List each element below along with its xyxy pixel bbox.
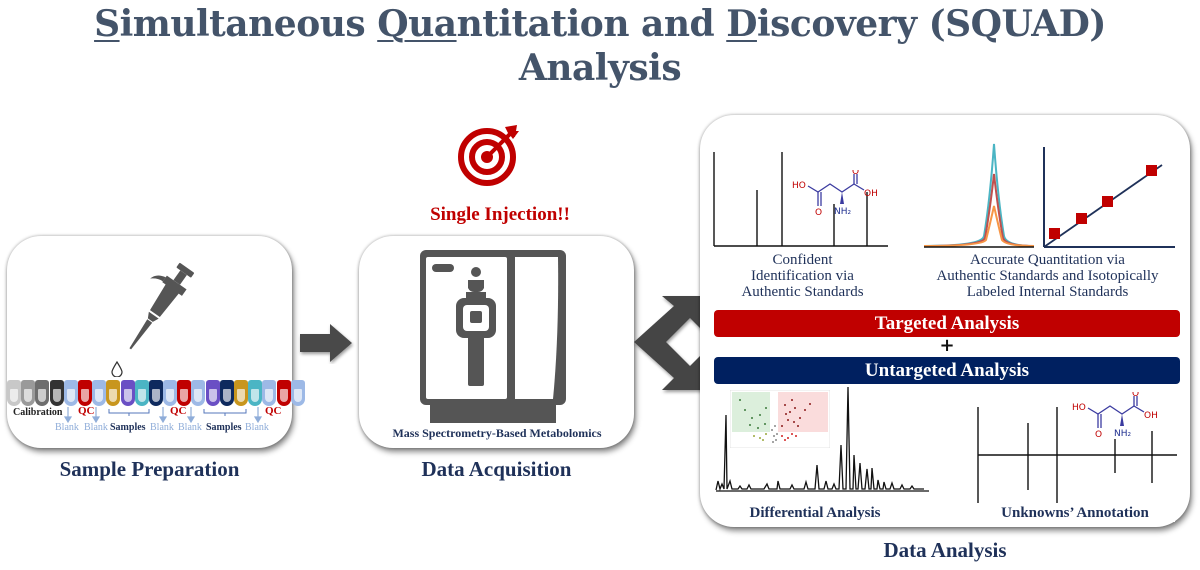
title-part: Qua [377,3,457,45]
title-line-1: Simultaneous Quantitation and Discovery … [0,2,1200,46]
label-qc-3: QC [265,405,282,417]
vial [177,380,192,406]
caption-sample-preparation: Sample Preparation [59,457,240,481]
label-blank-3: Blank [150,422,174,433]
unknowns-annotation-caption: Unknowns’ Annotation [975,505,1175,522]
chromatogram-peaks [923,143,1035,248]
caption-line: Identification via [751,268,854,284]
aspartic-acid-structure-1: HO O O OH NH₂ [792,170,878,218]
vial [276,380,291,406]
page-title: Simultaneous Quantitation and Discovery … [0,2,1200,90]
mass-spectrometer-icon [420,250,566,423]
svg-text:O: O [1132,392,1139,399]
instrument-label: Mass Spectrometry-Based Metabolomics [392,426,602,440]
target-icon [458,125,519,186]
caption-line: Labeled Internal Standards [966,284,1129,300]
title-part: D [726,3,757,45]
untargeted-analysis-banner: Untargeted Analysis [714,357,1180,384]
title-part: ntitation and [456,3,727,45]
vial [148,380,163,406]
svg-text:HO: HO [1072,403,1086,413]
label-blank-4: Blank [178,422,202,433]
caption-data-acquisition: Data Acquisition [421,457,572,481]
title-part: S [94,3,120,45]
vial [234,380,248,406]
volcano-plot [730,390,830,448]
caption-line: Authentic Standards [741,284,864,300]
caption-line: Authentic Standards and Isotopically [936,268,1159,284]
aspartic-acid-structure-2: HO O O OH NH₂ [1072,392,1158,440]
svg-text:NH₂: NH₂ [834,207,852,217]
vial [163,380,178,406]
ms-spectrum-differential [715,386,929,492]
title-line-2: Analysis [518,47,682,89]
identification-caption: Confident Identification via Authentic S… [715,252,890,300]
vial [120,380,135,406]
calibration-curve [1043,147,1175,248]
vial [262,380,277,406]
vial [134,380,149,406]
svg-text:O: O [852,170,859,177]
label-calibration: Calibration [13,407,63,418]
vial-annotation-arrows [63,407,263,424]
title-part: imultaneous [119,3,378,45]
droplet-icon [111,361,123,377]
label-qc-1: QC [78,405,95,417]
vial [77,380,92,406]
bidirectional-chevron-icon [634,296,702,390]
differential-analysis-caption: Differential Analysis [749,505,881,521]
vial [21,380,36,406]
quantitation-caption: Accurate Quantitation via Authentic Stan… [905,252,1190,300]
svg-text:HO: HO [792,181,806,191]
label-qc-2: QC [170,405,187,417]
vial [290,380,305,406]
label-blank-5: Blank [245,422,269,433]
plus-sign: + [939,335,955,356]
vial [63,380,78,406]
svg-text:O: O [1095,430,1102,440]
title-part: iscovery (SQUAD) [756,3,1106,45]
svg-text:OH: OH [1144,411,1158,421]
caption-data-analysis: Data Analysis [883,538,1007,562]
label-samples-2: Samples [206,422,242,433]
caption-line: Accurate Quantitation via [970,252,1125,268]
caption-line: Confident [772,252,833,268]
arrow-right-icon [300,324,352,362]
vial [92,380,107,406]
svg-text:OH: OH [864,189,878,199]
vial [205,380,220,406]
ms-spectrum-identification [713,152,888,247]
vial [35,380,50,406]
vial [191,380,206,406]
label-blank-1: Blank [55,422,79,433]
label-blank-2: Blank [84,422,108,433]
vial [7,380,21,406]
label-samples-1: Samples [110,422,146,433]
vial-sequence [7,380,305,406]
vial [219,380,234,406]
targeted-analysis-banner: Targeted Analysis [714,310,1180,337]
unknowns-spectrum [977,407,1177,503]
single-injection-label: Single Injection!! [430,204,570,225]
vial [49,380,64,406]
vial [106,380,121,406]
pipette-icon [129,262,195,350]
svg-text:O: O [815,208,822,218]
vial [248,380,263,406]
svg-text:NH₂: NH₂ [1114,429,1132,439]
